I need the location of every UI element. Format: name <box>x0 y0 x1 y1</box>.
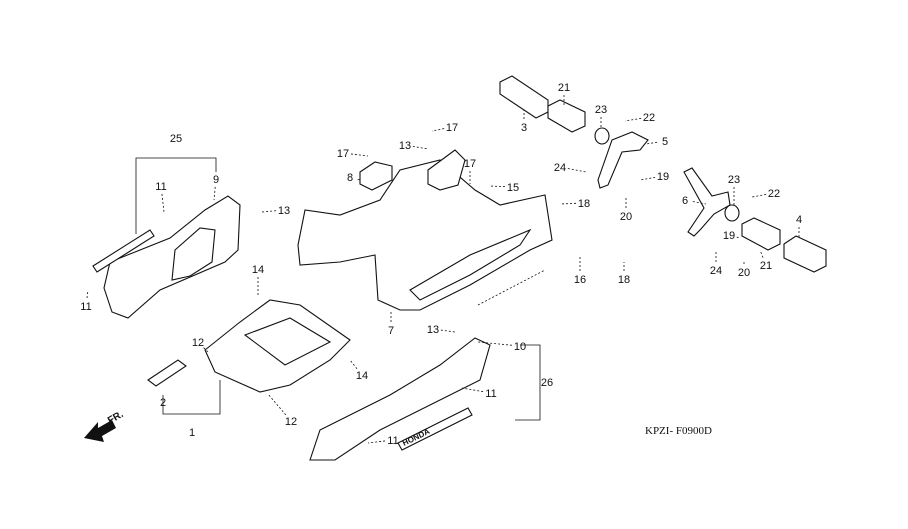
callout-leader <box>161 193 165 213</box>
part-tray-ribs <box>243 317 332 366</box>
callout-19: 19 <box>657 171 669 183</box>
part-floor-cover <box>297 159 553 311</box>
part-peg-shaft-21-lower <box>741 217 781 251</box>
part-bracket <box>427 149 466 191</box>
part-decal-honda <box>397 407 473 451</box>
callout-leader <box>86 289 89 299</box>
part-side-cover-left <box>103 195 241 319</box>
bracket-26 <box>515 344 541 421</box>
callout-17: 17 <box>464 158 476 170</box>
callout-11: 11 <box>80 301 91 313</box>
callout-23: 23 <box>595 104 607 116</box>
callout-leader <box>261 210 277 213</box>
callout-2: 2 <box>160 397 166 409</box>
part-decal-left <box>92 229 155 273</box>
callout-3: 3 <box>521 122 527 134</box>
callout-17: 17 <box>337 148 349 160</box>
callout-7: 7 <box>388 325 394 337</box>
front-direction-label: FR. <box>106 409 126 427</box>
callout-leader <box>477 341 513 346</box>
callout-9: 9 <box>213 174 219 186</box>
callout-leader <box>759 249 764 258</box>
callout-13: 13 <box>427 324 439 336</box>
part-peg-shaft-21-upper <box>547 99 586 133</box>
callout-leader <box>203 347 209 353</box>
callout-13: 13 <box>278 205 290 217</box>
part-footpeg-3 <box>499 75 549 119</box>
part-lower-cover <box>309 337 491 461</box>
callout-leader <box>213 186 216 201</box>
callout-25: 25 <box>170 133 182 145</box>
part-rubber-2 <box>147 359 187 387</box>
callout-26: 26 <box>541 377 553 389</box>
callout-1: 1 <box>189 427 195 439</box>
bracket-1 <box>162 380 221 415</box>
callout-24: 24 <box>710 265 722 277</box>
part-floor-cover-inner <box>409 228 532 301</box>
callout-leader <box>645 141 658 145</box>
callout-21: 21 <box>558 82 570 94</box>
part-lid-8 <box>359 161 393 191</box>
callout-18: 18 <box>618 274 630 286</box>
callout-leader <box>357 178 361 181</box>
callout-6: 6 <box>682 195 688 207</box>
callout-leader <box>461 387 484 393</box>
front-arrow-icon <box>84 420 116 442</box>
part-bracket-6 <box>683 167 731 237</box>
callout-leader <box>440 329 456 333</box>
callout-leader <box>489 185 506 188</box>
callout-8: 8 <box>347 172 353 184</box>
callout-21: 21 <box>760 260 772 272</box>
callout-leader <box>559 202 577 205</box>
callout-19: 19 <box>723 230 735 242</box>
callout-16: 16 <box>574 274 586 286</box>
drawing-code: KPZI- F0900D <box>645 425 712 437</box>
callout-23: 23 <box>728 174 740 186</box>
callout-22: 22 <box>768 188 780 200</box>
callout-leader <box>624 117 642 122</box>
callout-leader <box>267 393 287 416</box>
callout-22: 22 <box>643 112 655 124</box>
callout-14: 14 <box>252 264 264 276</box>
callout-leader <box>349 359 358 370</box>
callout-24: 24 <box>554 162 566 174</box>
callout-11: 11 <box>155 181 166 193</box>
part-footpeg-4 <box>783 235 827 273</box>
callout-leader <box>431 128 445 132</box>
callout-17: 17 <box>446 122 458 134</box>
callout-leader <box>736 236 741 239</box>
callout-11: 11 <box>485 388 496 400</box>
callout-20: 20 <box>620 211 632 223</box>
callout-leader <box>367 440 386 444</box>
guide-line <box>477 269 546 306</box>
callout-leader <box>350 153 369 157</box>
callout-10: 10 <box>514 341 526 353</box>
callout-15: 15 <box>507 182 519 194</box>
callout-12: 12 <box>192 337 204 349</box>
callout-leader <box>567 168 587 173</box>
bracket-25 <box>135 157 217 234</box>
part-washer-23-upper <box>594 127 610 145</box>
callout-leader <box>751 194 767 198</box>
part-washer-23-lower <box>724 204 740 222</box>
callout-4: 4 <box>796 214 802 226</box>
callout-18: 18 <box>578 198 590 210</box>
callout-leader <box>412 145 429 150</box>
part-bracket-5 <box>597 131 649 189</box>
callout-12: 12 <box>285 416 297 428</box>
callout-leader <box>639 176 656 181</box>
callout-11: 11 <box>387 435 398 447</box>
callout-14: 14 <box>356 370 368 382</box>
callout-5: 5 <box>662 136 668 148</box>
callout-13: 13 <box>399 140 411 152</box>
part-side-cover-opening <box>171 227 216 281</box>
callout-20: 20 <box>738 267 750 279</box>
